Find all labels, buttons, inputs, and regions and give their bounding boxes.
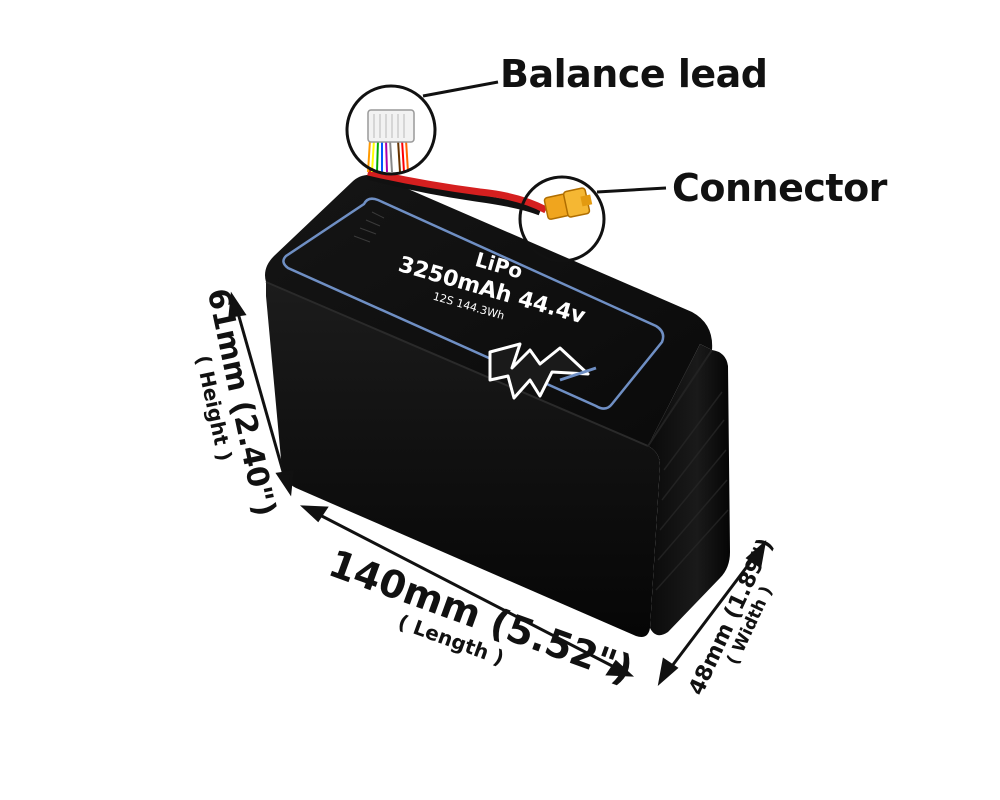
- maxamps-logo: [488, 342, 590, 400]
- callout-connector: Connector: [672, 166, 887, 210]
- callout-balance-lead-marker: [345, 80, 499, 176]
- callout-connector-marker: [518, 175, 667, 263]
- width-arrow: [657, 540, 767, 686]
- wires: [367, 109, 593, 220]
- battery-label: [282, 197, 665, 410]
- battery-front-face: [266, 282, 660, 637]
- battery-body: [265, 174, 730, 637]
- xt-connector: [543, 187, 593, 220]
- height-arrow: [228, 291, 294, 497]
- balance-plug: [367, 109, 415, 143]
- callout-balance-lead: Balance lead: [500, 52, 768, 96]
- battery-top-face: [265, 174, 713, 446]
- length-arrow: [299, 505, 635, 677]
- label-border: [282, 197, 665, 410]
